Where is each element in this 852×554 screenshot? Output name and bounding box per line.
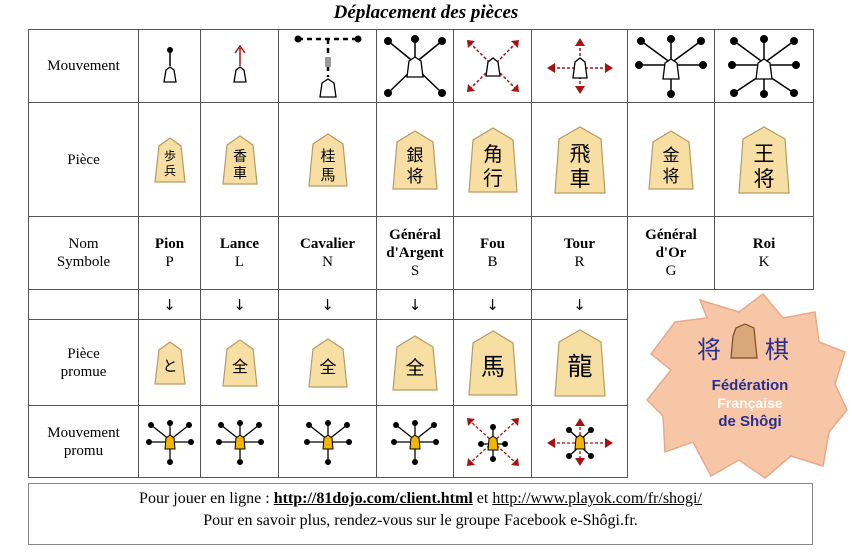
rook-movement-diagram: [531, 29, 628, 103]
footer-line-2: Pour en savoir plus, rendez-vous sur le …: [203, 512, 638, 529]
promoted-lance-movement-diagram: [200, 405, 279, 478]
silver-piece: 銀将: [376, 102, 454, 217]
svg-text:龍: 龍: [567, 352, 592, 381]
logo-text-line2: Française: [717, 395, 783, 411]
gold-movement-diagram: [627, 29, 715, 103]
logo-text-line1: Fédération: [712, 377, 789, 394]
piece-row: Pièce 歩兵 香車 桂馬 銀将 角行 飛車 金将 王将: [28, 102, 814, 217]
svg-text:馬: 馬: [481, 353, 505, 381]
promoted-rook-piece: 龍: [531, 319, 628, 406]
svg-text:王: 王: [754, 142, 775, 166]
svg-text:歩: 歩: [163, 148, 175, 163]
promoted-bishop-piece: 馬: [453, 319, 532, 406]
promoted-silver-piece: 全: [376, 319, 454, 406]
pawn-movement-diagram: [138, 29, 201, 103]
promoted-knight-movement-diagram: [278, 405, 377, 478]
promotion-arrow-row: ↓ ↓ ↓ ↓ ↓ ↓: [28, 289, 814, 320]
svg-text:将: 将: [407, 167, 424, 187]
footer-box: Pour jouer en ligne : http://81dojo.com/…: [28, 483, 813, 545]
svg-text:将: 将: [663, 167, 680, 187]
logo-kanji-left: 将: [697, 336, 721, 364]
gold-piece: 金将: [627, 102, 715, 217]
svg-text:行: 行: [483, 166, 503, 190]
row-label-movement: Mouvement: [28, 29, 139, 103]
promoted-silver-movement-diagram: [376, 405, 454, 478]
svg-text:と: と: [162, 357, 177, 375]
promotion-arrow: ↓: [453, 289, 532, 320]
promoted-pawn-movement-diagram: [138, 405, 201, 478]
svg-text:銀: 銀: [407, 146, 424, 166]
promotion-arrow: ↓: [200, 289, 279, 320]
svg-text:金: 金: [663, 146, 680, 166]
pawn-piece: 歩兵: [138, 102, 201, 217]
promoted-bishop-movement-diagram: [453, 405, 532, 478]
lance-movement-diagram: [200, 29, 279, 103]
svg-text:全: 全: [405, 357, 424, 379]
logo-piece-icon: [730, 323, 758, 359]
knight-movement-diagram: [278, 29, 377, 103]
svg-text:角: 角: [483, 142, 503, 166]
svg-text:馬: 馬: [320, 166, 335, 184]
promotion-arrow: ↓: [278, 289, 377, 320]
logo-text-line3: de Shôgi: [718, 413, 781, 430]
footer-line-1: Pour jouer en ligne : http://81dojo.com/…: [139, 490, 702, 507]
king-movement-diagram: [714, 29, 814, 103]
rook-piece: 飛車: [531, 102, 628, 217]
movement-row: Mouvement: [28, 29, 814, 103]
silver-movement-diagram: [376, 29, 454, 103]
svg-text:香: 香: [233, 149, 247, 165]
playok-link[interactable]: http://www.playok.com/fr/shogi/: [492, 490, 702, 507]
promotion-arrow: ↓: [138, 289, 201, 320]
promotion-arrow: ↓: [531, 289, 628, 320]
lance-piece: 香車: [200, 102, 279, 217]
row-label-piece: Pièce: [28, 102, 139, 217]
bishop-movement-diagram: [453, 29, 532, 103]
page-title: Déplacement des pièces: [333, 2, 519, 23]
svg-text:桂: 桂: [320, 147, 335, 165]
pieces-table: Mouvement Pièce 歩兵 香車: [28, 29, 814, 478]
promotion-arrow: ↓: [376, 289, 454, 320]
promoted-pawn-piece: と: [138, 319, 201, 406]
promoted-lance-piece: 全: [200, 319, 279, 406]
logo-kanji-right: 棋: [765, 336, 789, 364]
svg-text:車: 車: [569, 167, 590, 191]
svg-text:飛: 飛: [569, 142, 590, 166]
svg-text:将: 将: [754, 167, 775, 191]
promoted-knight-piece: 全: [278, 319, 377, 406]
svg-text:全: 全: [319, 358, 336, 378]
federation-logo: 将 棋 Fédération Française de Shôgi: [645, 292, 850, 482]
81dojo-link[interactable]: http://81dojo.com/client.html: [273, 490, 473, 507]
svg-text:兵: 兵: [163, 164, 175, 178]
promoted-rook-movement-diagram: [531, 405, 628, 478]
knight-piece: 桂馬: [278, 102, 377, 217]
svg-text:全: 全: [231, 357, 247, 376]
svg-text:車: 車: [233, 165, 247, 182]
bishop-piece: 角行: [453, 102, 532, 217]
king-piece: 王将: [714, 102, 814, 217]
